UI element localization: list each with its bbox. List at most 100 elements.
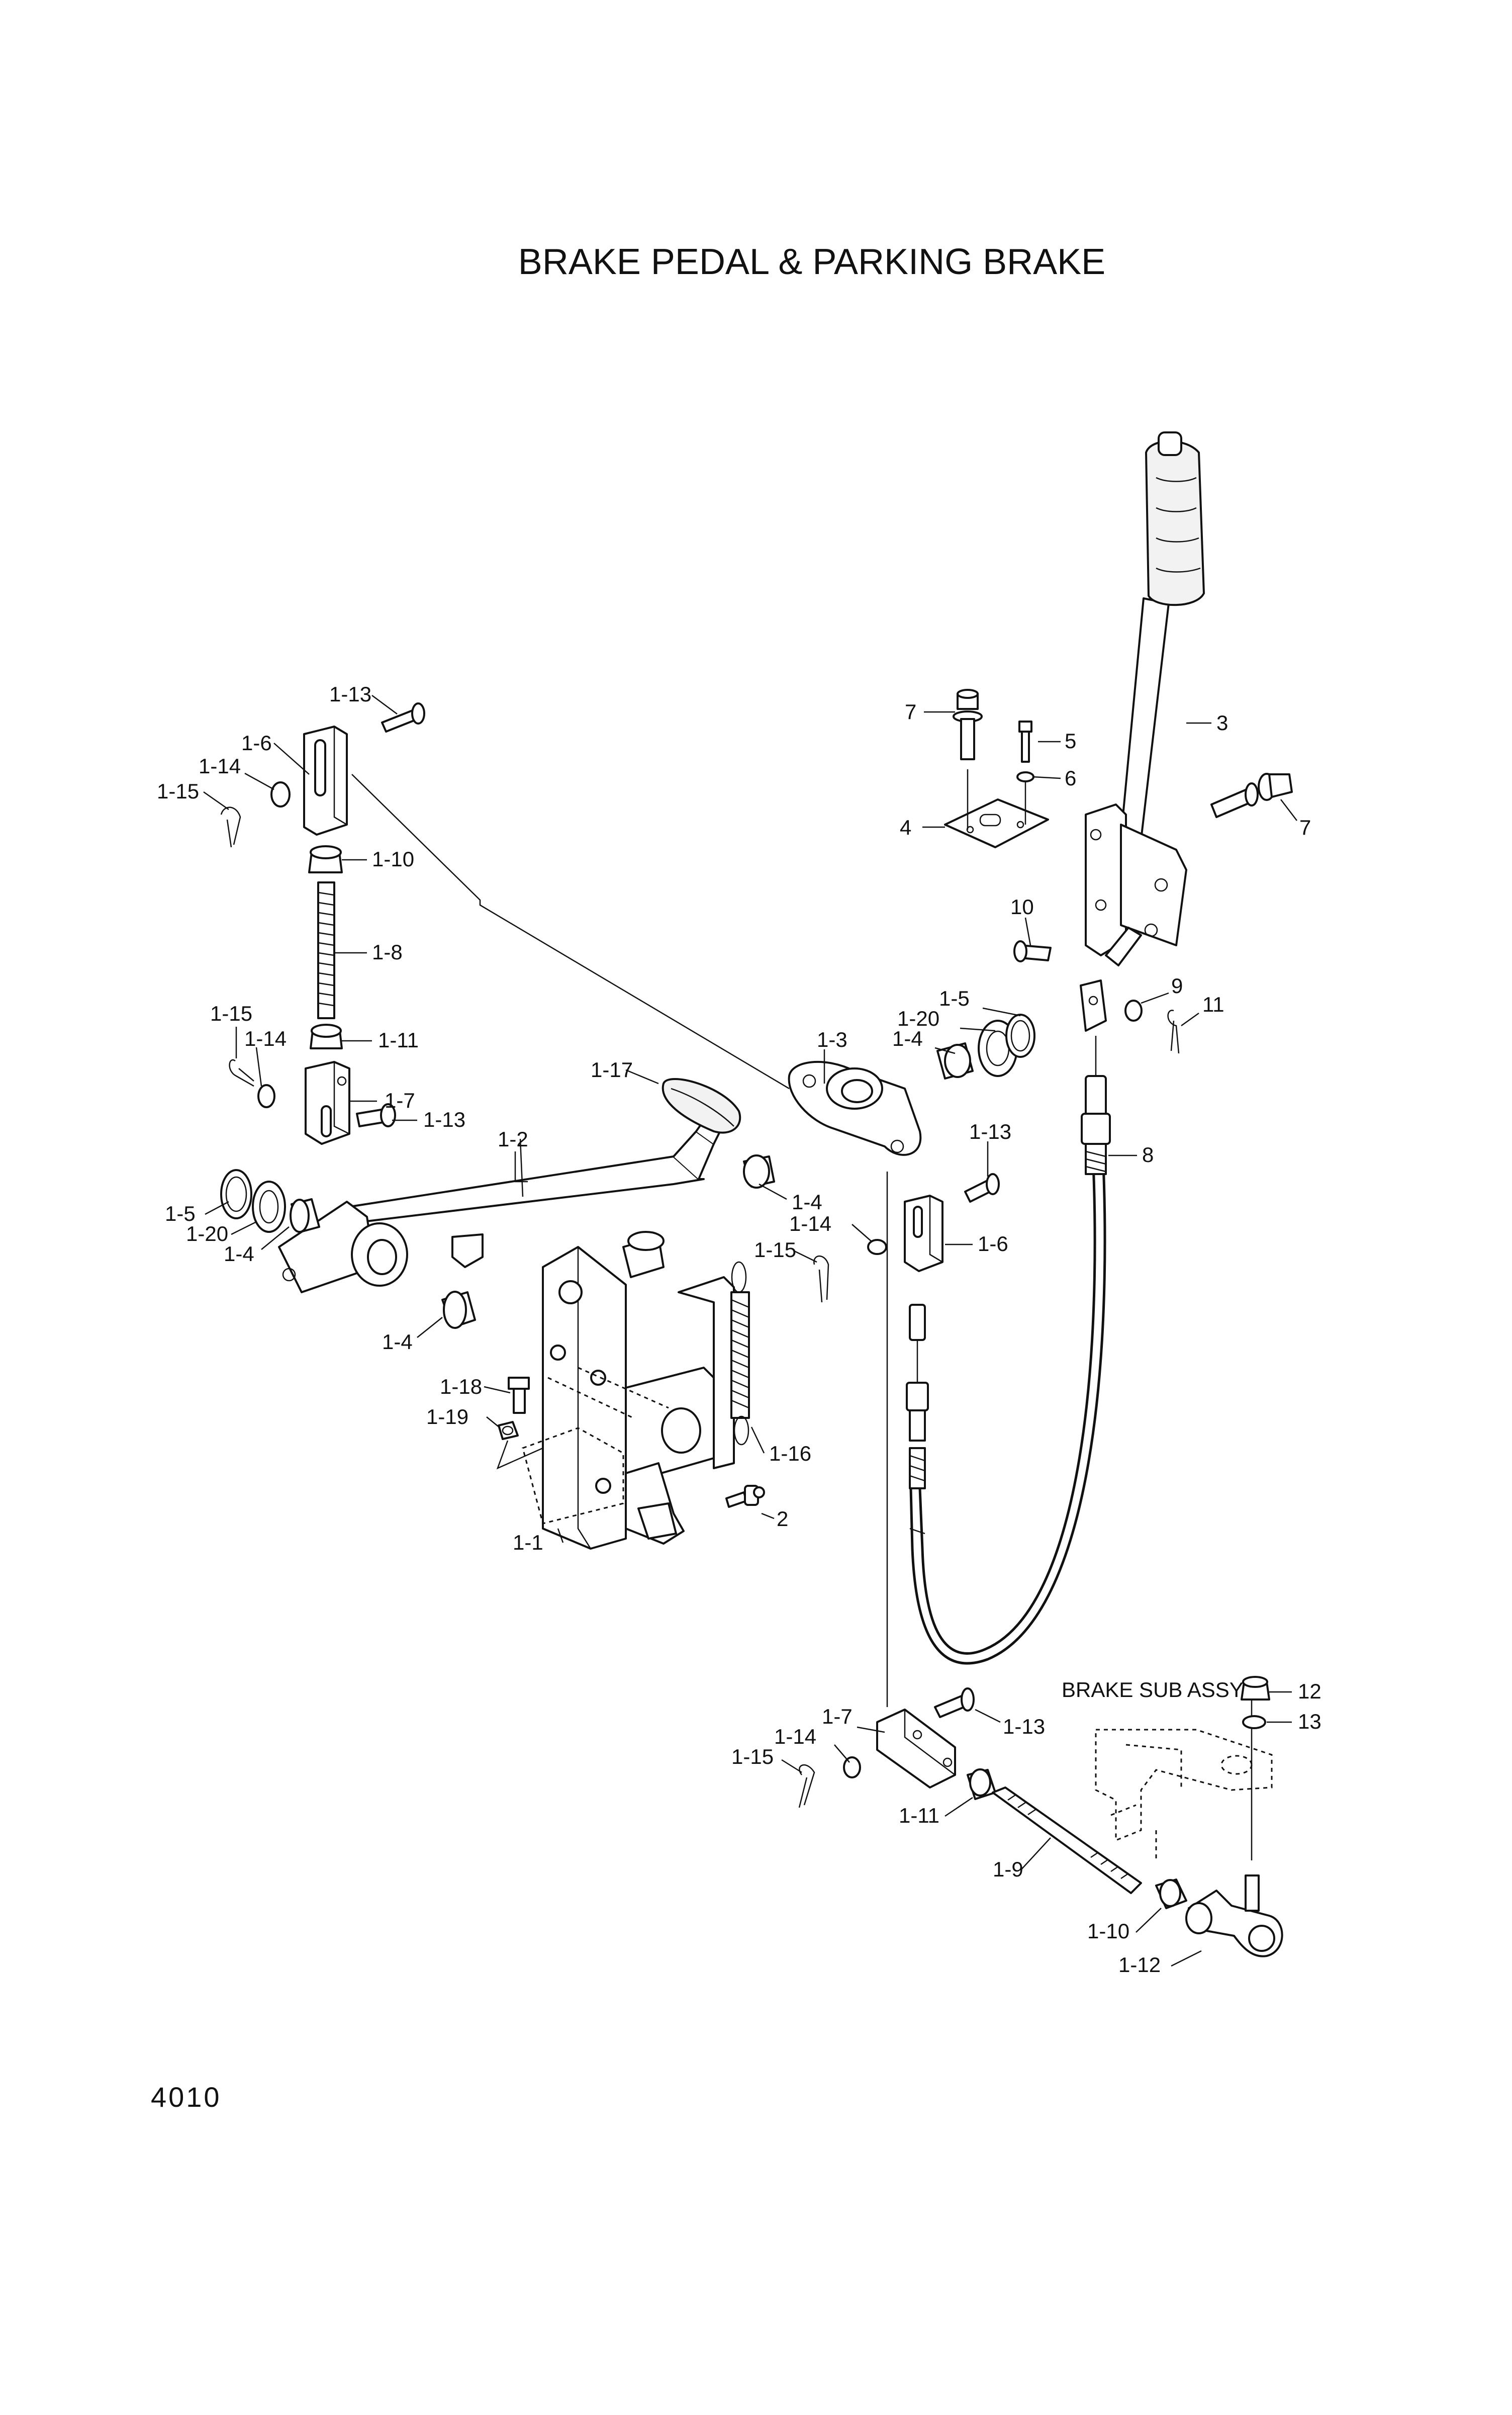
label-1-4-left: 1-4 [224, 1242, 254, 1266]
label-1-6-right: 1-6 [978, 1232, 1008, 1256]
nut-1-10-top [308, 845, 343, 873]
bolt-1-18 [508, 1377, 530, 1414]
nut-12 [1241, 1676, 1270, 1701]
label-1-14-bottom: 1-14 [774, 1725, 816, 1748]
threaded-rod-1-8 [317, 881, 335, 1019]
bushing-1-4-lower [441, 1291, 476, 1329]
brake-cable-8 [906, 1036, 1111, 1665]
ball-joint-1-12 [1185, 1874, 1283, 1957]
pedal-pad-1-17 [662, 1078, 741, 1134]
label-1-17: 1-17 [591, 1058, 633, 1082]
pedal-bracket-1-1 [522, 1246, 735, 1550]
bolt-5 [1018, 721, 1032, 763]
label-4: 4 [900, 816, 911, 839]
label-1-15-right: 1-15 [754, 1238, 796, 1262]
cotter-pin-1-15-right [813, 1255, 829, 1303]
label-1-14-right: 1-14 [789, 1212, 831, 1235]
label-1-14-mid: 1-14 [244, 1027, 287, 1050]
label-1-13-right: 1-13 [969, 1120, 1011, 1143]
label-1-15-mid: 1-15 [210, 1002, 252, 1025]
label-7-top: 7 [905, 700, 916, 724]
label-1-20-right: 1-20 [897, 1007, 939, 1030]
bushing-1-4-right [936, 1042, 974, 1080]
parking-lever-3 [1085, 431, 1205, 966]
nut-1-11-bottom [967, 1768, 996, 1800]
label-1-10-bottom: 1-10 [1087, 1919, 1129, 1943]
leader-lines [203, 694, 1297, 1967]
clevis-1-7-left [305, 1061, 350, 1145]
bolt-7-right [1210, 773, 1293, 818]
label-1-15-top: 1-15 [157, 779, 199, 803]
label-1-15-bottom: 1-15 [731, 1745, 774, 1768]
label-1-20-left: 1-20 [186, 1222, 228, 1245]
washer-13 [1242, 1715, 1266, 1729]
label-3: 3 [1216, 711, 1228, 735]
label-12: 12 [1298, 1679, 1321, 1703]
nut-1-10-bottom [1155, 1879, 1187, 1909]
washer-1-20-left [252, 1181, 286, 1233]
label-1-13-top: 1-13 [329, 682, 371, 706]
label-1-3: 1-3 [817, 1028, 847, 1051]
clevis-1-6-right [904, 1195, 943, 1272]
mounting-plate-4 [944, 798, 1049, 848]
label-1-1: 1-1 [513, 1531, 543, 1554]
label-2: 2 [777, 1507, 788, 1531]
label-1-13-left: 1-13 [423, 1108, 465, 1131]
label-11: 11 [1202, 993, 1224, 1016]
label-1-7-left: 1-7 [385, 1089, 415, 1112]
label-5: 5 [1065, 729, 1076, 753]
label-1-4-lower: 1-4 [382, 1330, 413, 1354]
washer-1-14-bottom [843, 1756, 861, 1778]
diagram-title: BRAKE PEDAL & PARKING BRAKE [518, 242, 1105, 282]
washer-9 [1124, 1000, 1143, 1022]
washer-1-14-top [270, 781, 291, 808]
label-7-right: 7 [1299, 816, 1311, 839]
label-1-4-center: 1-4 [792, 1190, 822, 1214]
label-1-2: 1-2 [498, 1127, 528, 1151]
pin-1-13-top [381, 702, 425, 733]
part-labels: 1-13 1-6 1-14 1-15 1-10 1-8 1-15 1-14 1-… [157, 682, 1321, 1977]
pivot-bracket-1-3 [788, 1060, 922, 1156]
cable-clevis [1080, 979, 1107, 1032]
bolt-2 [725, 1485, 765, 1508]
washer-6 [1016, 771, 1034, 782]
pin-10 [1013, 940, 1052, 962]
label-1-11-bottom: 1-11 [899, 1804, 939, 1827]
pin-1-13-right [964, 1173, 1000, 1203]
washer-1-14-right [867, 1239, 887, 1255]
label-1-9: 1-9 [993, 1857, 1023, 1881]
label-1-16: 1-16 [769, 1442, 811, 1465]
bushing-1-4-left [290, 1198, 320, 1233]
label-1-11-top: 1-11 [378, 1028, 419, 1052]
label-1-4-right: 1-4 [892, 1027, 923, 1050]
cotter-pin-1-15-mid [229, 1059, 254, 1087]
label-1-6-top: 1-6 [241, 731, 272, 755]
clevis-1-6-top [303, 726, 348, 836]
washer-1-14-mid [257, 1084, 275, 1108]
nut-1-19 [498, 1421, 519, 1440]
label-1-18: 1-18 [440, 1375, 482, 1398]
page-number: 4010 [151, 2081, 222, 2113]
bolt-7-top [953, 689, 983, 760]
cotter-pin-1-15-top [220, 807, 241, 848]
label-10: 10 [1010, 895, 1034, 919]
label-1-5-left: 1-5 [165, 1202, 196, 1225]
label-1-10-top: 1-10 [372, 847, 414, 871]
label-1-7-bottom: 1-7 [822, 1705, 853, 1728]
label-1-5-right: 1-5 [939, 987, 970, 1010]
clevis-1-7-bottom [876, 1709, 956, 1788]
label-13: 13 [1298, 1710, 1321, 1733]
cotter-pin-11 [1167, 1010, 1180, 1054]
nut-1-11-top [310, 1024, 343, 1049]
threaded-rod-1-9 [992, 1786, 1142, 1894]
label-1-19: 1-19 [426, 1405, 468, 1428]
pivot-hub-left [278, 1201, 408, 1293]
label-6: 6 [1065, 766, 1076, 790]
return-spring-1-16 [730, 1261, 750, 1446]
label-1-14-top: 1-14 [199, 754, 241, 778]
label-1-12: 1-12 [1118, 1953, 1161, 1977]
pedal-shaft [622, 1231, 665, 1278]
label-8: 8 [1142, 1143, 1154, 1167]
cotter-pin-1-15-bottom [798, 1764, 815, 1808]
